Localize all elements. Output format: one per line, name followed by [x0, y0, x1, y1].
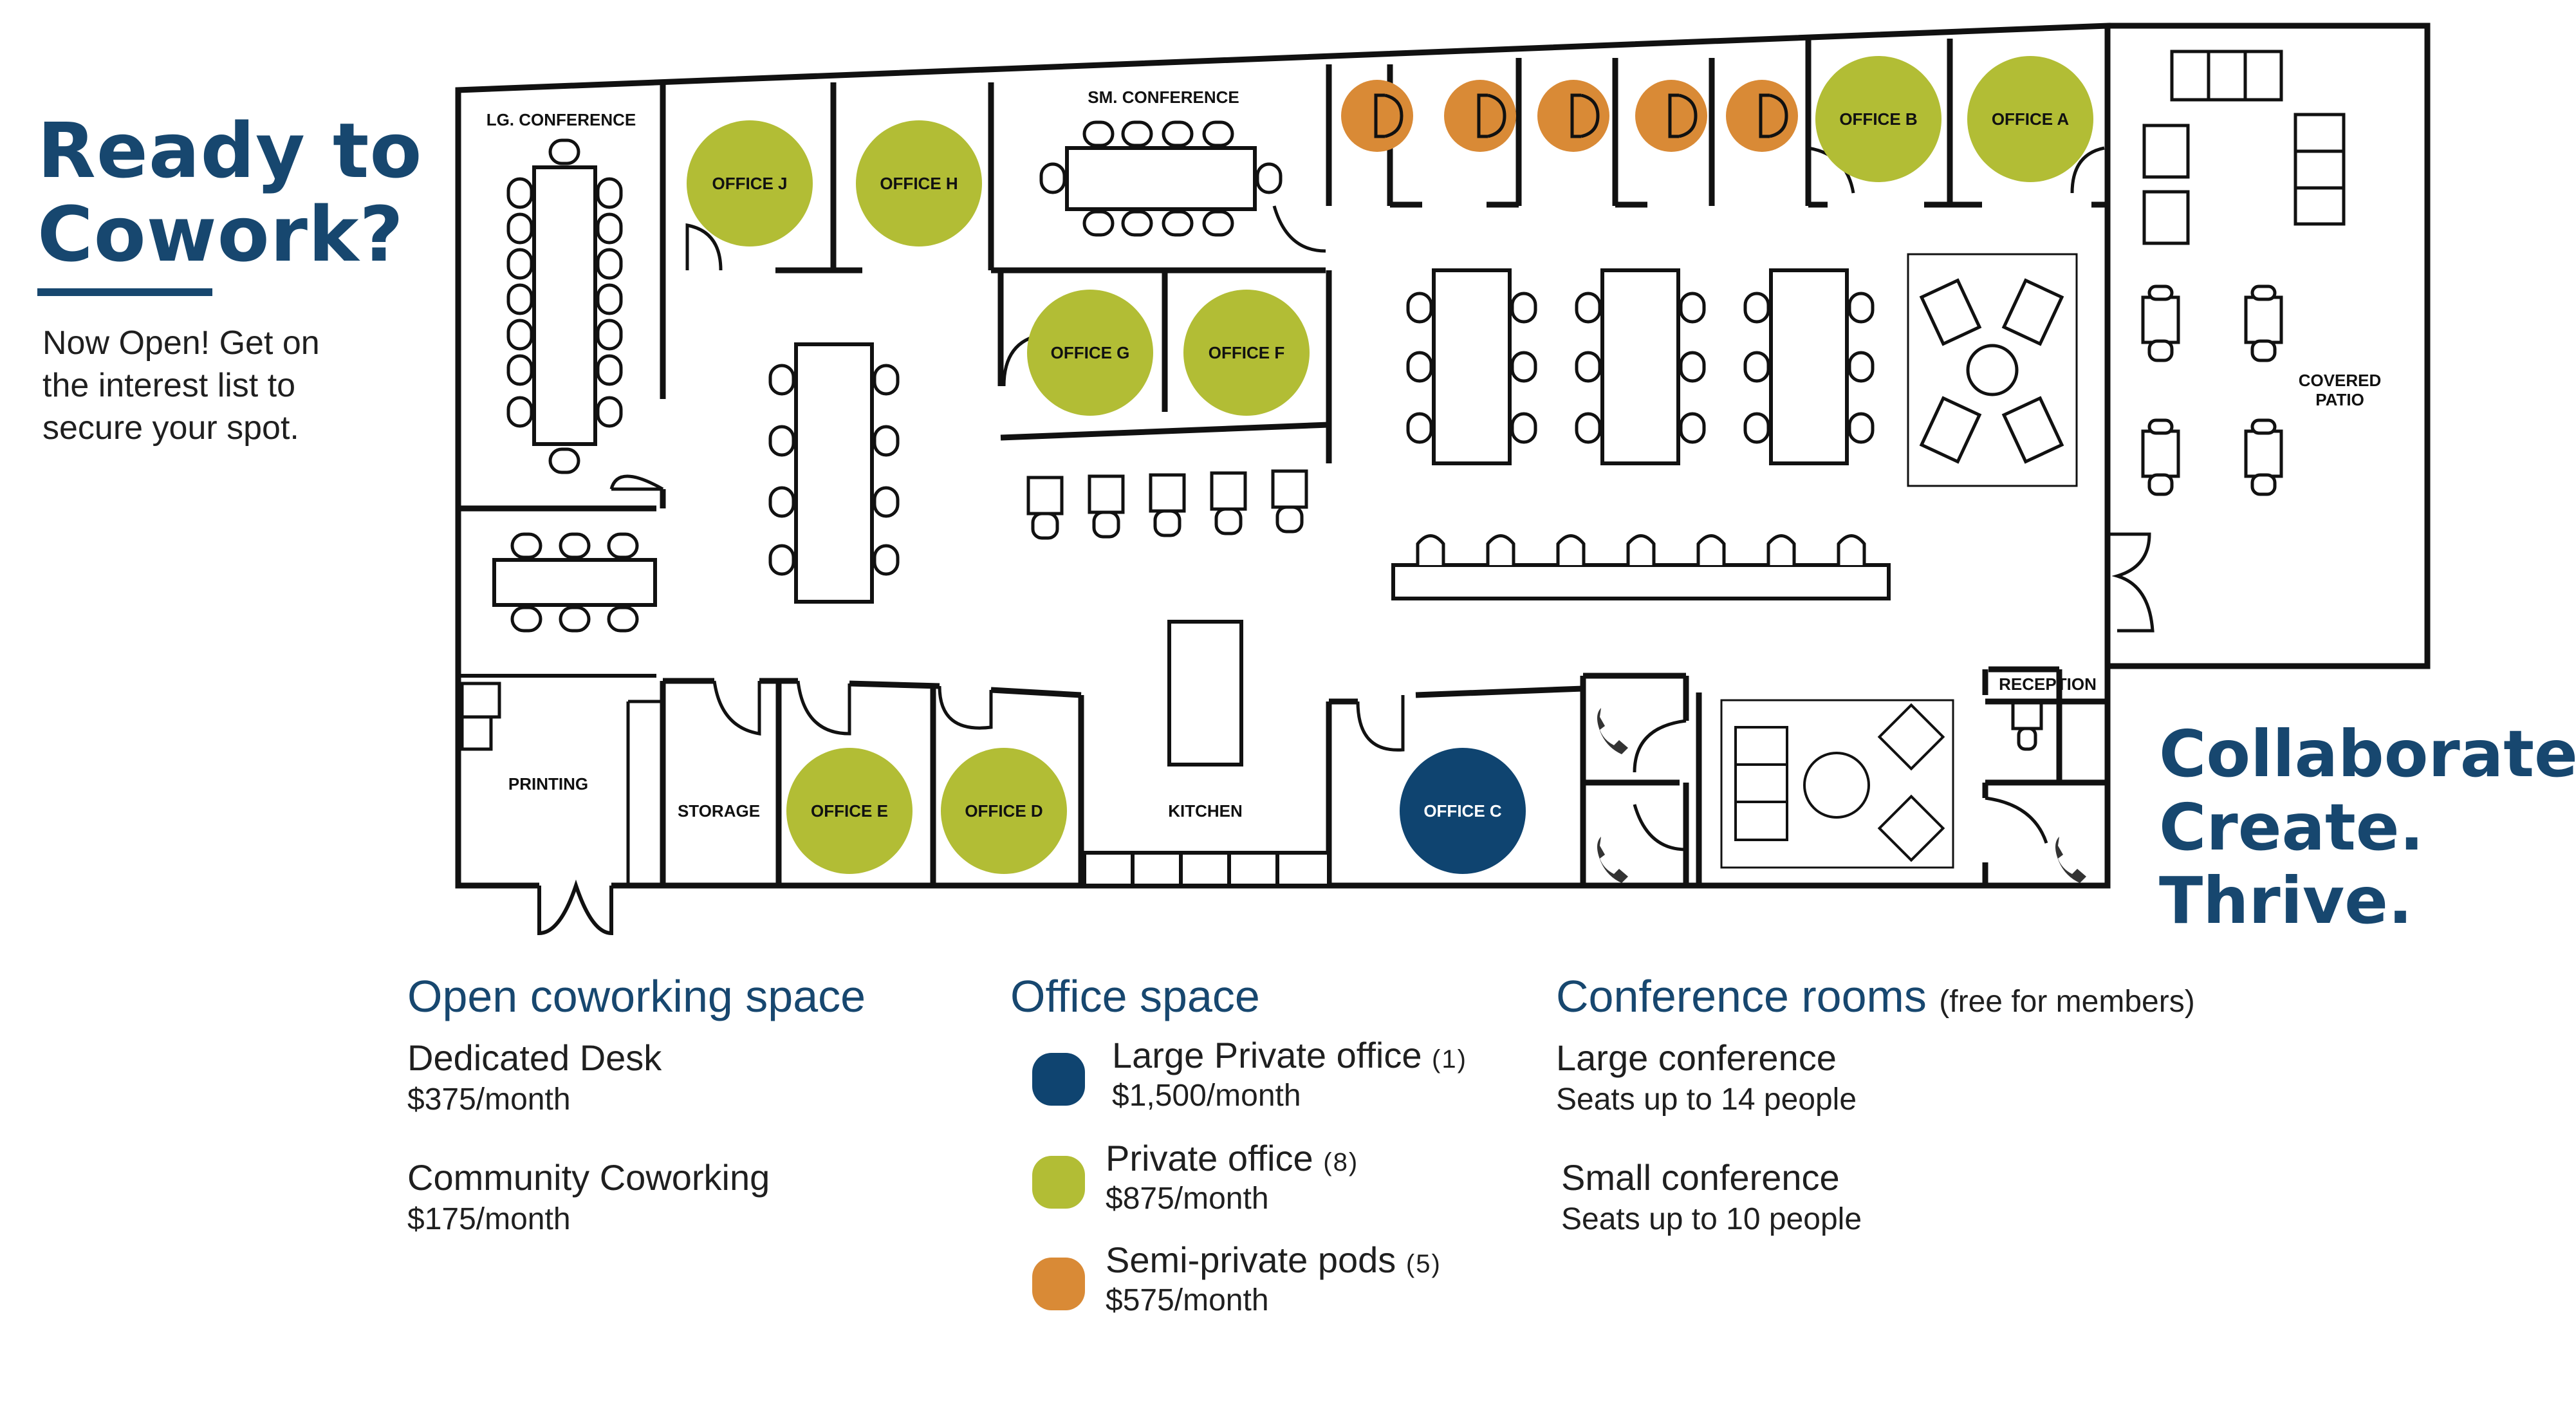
office-f-marker[interactable]: [1183, 290, 1310, 416]
legend-open-title: Open coworking space: [407, 971, 866, 1021]
label-office-g: OFFICE G: [1051, 343, 1130, 362]
legend-large-office-swatch: [1032, 1053, 1085, 1106]
coworking-table-left: [770, 342, 898, 604]
tagline-create: Create.: [2159, 790, 2424, 865]
sm-conference-table: [1041, 122, 1281, 235]
label-storage: STORAGE: [678, 801, 760, 821]
office-b-marker[interactable]: [1815, 56, 1941, 182]
office-h-marker[interactable]: [856, 120, 982, 246]
office-c-marker[interactable]: [1400, 748, 1526, 874]
phone-icon: [1597, 708, 2086, 883]
coworking-tables-center: [1408, 268, 1873, 465]
office-e-marker[interactable]: [786, 748, 913, 874]
label-printing: PRINTING: [508, 774, 588, 794]
heading-line-2: Cowork?: [37, 190, 404, 279]
label-office-c: OFFICE C: [1423, 801, 1502, 821]
legend-small-conference-detail: Seats up to 10 people: [1561, 1202, 1862, 1236]
label-reception: RECEPTION: [1999, 674, 2097, 694]
patio-furniture: [2141, 50, 2346, 496]
long-bar-counter: [1391, 534, 1891, 600]
legend-private-office-price: $875/month: [1106, 1182, 1269, 1216]
office-d-marker[interactable]: [941, 748, 1067, 874]
legend-office-title: Office space: [1010, 971, 1260, 1021]
label-office-j: OFFICE J: [712, 174, 787, 193]
label-kitchen: KITCHEN: [1168, 801, 1243, 821]
legend-private-office: Private office (8): [1106, 1138, 1359, 1178]
kitchen-fixtures: [1082, 620, 1331, 887]
legend-community-coworking: Community Coworking: [407, 1157, 770, 1198]
legend-community-coworking-price: $175/month: [407, 1202, 571, 1236]
legend-dedicated-desk-price: $375/month: [407, 1082, 571, 1117]
legend-pods-swatch: [1032, 1258, 1085, 1310]
label-patio: PATIO: [2315, 390, 2364, 409]
label-office-f: OFFICE F: [1209, 343, 1284, 362]
heading-line-1: Ready to: [37, 106, 423, 195]
lg-conference-table: [508, 140, 621, 472]
lounge-top-right: [1907, 253, 2078, 487]
legend-large-conference: Large conference: [1556, 1037, 1837, 1078]
label-sm-conference: SM. CONFERENCE: [1088, 88, 1239, 107]
semi-private-pods: [1341, 80, 1798, 152]
heading-underline: [37, 288, 212, 296]
lounge-bottom: [1720, 699, 1954, 869]
tagline-collaborate: Collaborate.: [2159, 716, 2576, 792]
label-office-d: OFFICE D: [965, 801, 1042, 821]
office-j-marker[interactable]: [687, 120, 813, 246]
reception-desk: [2011, 701, 2043, 751]
legend-conference-title: Conference rooms (free for members): [1556, 971, 2195, 1021]
building-walls: [455, 23, 2431, 889]
label-office-b: OFFICE B: [1839, 109, 1917, 129]
intro-line-2: the interest list to: [42, 367, 296, 404]
printers: [460, 682, 501, 751]
office-a-marker[interactable]: [1967, 56, 2093, 182]
label-office-a: OFFICE A: [1992, 109, 2070, 129]
label-office-h: OFFICE H: [880, 174, 958, 193]
legend-pods-price: $575/month: [1106, 1283, 1269, 1317]
intro-line-3: secure your spot.: [42, 409, 299, 447]
legend-private-office-swatch: [1032, 1156, 1085, 1209]
private-offices: [687, 56, 2093, 874]
legend-large-conference-detail: Seats up to 14 people: [1556, 1082, 1857, 1117]
legend-large-office: Large Private office (1): [1112, 1035, 1467, 1075]
room-labels: LG. CONFERENCE SM. CONFERENCE OFFICE J O…: [486, 88, 2382, 821]
intro-line-1: Now Open! Get on: [42, 324, 320, 362]
tagline-thrive: Thrive.: [2159, 863, 2413, 938]
break-table: [492, 534, 657, 631]
office-g-marker[interactable]: [1027, 290, 1153, 416]
bar-stools-gf: [1026, 469, 1308, 540]
legend-large-office-price: $1,500/month: [1112, 1079, 1301, 1113]
legend-small-conference: Small conference: [1561, 1157, 1840, 1198]
legend-dedicated-desk: Dedicated Desk: [407, 1037, 662, 1078]
label-covered: COVERED: [2299, 371, 2382, 390]
label-lg-conference: LG. CONFERENCE: [486, 110, 636, 129]
legend-pods: Semi-private pods (5): [1106, 1240, 1441, 1280]
label-office-e: OFFICE E: [811, 801, 888, 821]
